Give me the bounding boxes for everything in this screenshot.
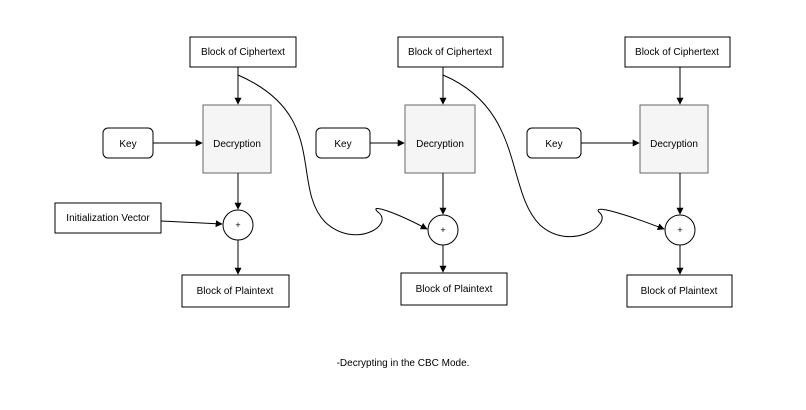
ciphertext-label-3: Block of Ciphertext — [635, 47, 719, 58]
chain-curve-2-to-3 — [442, 74, 665, 237]
plaintext-block-1: Block of Plaintext — [181, 274, 290, 308]
xor-symbol-3: + — [677, 225, 682, 235]
plaintext-block-2: Block of Plaintext — [400, 272, 508, 306]
key-label-1: Key — [119, 139, 136, 150]
decryption-box-1: Decryption — [202, 104, 272, 174]
column-1: Block of Ciphertext Key Decryption Initi… — [54, 36, 297, 308]
diagram-caption: -Decrypting in the CBC Mode. — [336, 358, 470, 369]
iv-label: Initialization Vector — [66, 213, 150, 224]
ciphertext-block-1: Block of Ciphertext — [189, 36, 297, 68]
ciphertext-block-3: Block of Ciphertext — [624, 36, 731, 68]
xor-node-2: + — [427, 214, 459, 246]
key-box-2: Key — [315, 127, 371, 159]
xor-node-1: + — [222, 209, 254, 241]
decryption-label-3: Decryption — [650, 139, 698, 150]
plaintext-label-2: Block of Plaintext — [416, 284, 493, 295]
key-label-3: Key — [545, 139, 562, 150]
plaintext-label-3: Block of Plaintext — [641, 286, 718, 297]
xor-symbol-1: + — [235, 220, 240, 230]
column-2: Block of Ciphertext Key Decryption + Blo… — [315, 36, 508, 306]
key-box-1: Key — [102, 127, 154, 159]
key-label-2: Key — [334, 139, 351, 150]
ciphertext-block-2: Block of Ciphertext — [397, 36, 504, 68]
chain-curve-1-to-2 — [237, 74, 428, 236]
plaintext-block-3: Block of Plaintext — [626, 274, 733, 308]
xor-node-3: + — [664, 214, 696, 246]
ciphertext-label-2: Block of Ciphertext — [408, 47, 492, 58]
decryption-label-1: Decryption — [213, 139, 261, 150]
ciphertext-label-1: Block of Ciphertext — [201, 47, 285, 58]
xor-symbol-2: + — [440, 225, 445, 235]
plaintext-label-1: Block of Plaintext — [197, 286, 274, 297]
decryption-label-2: Decryption — [416, 139, 464, 150]
decryption-box-2: Decryption — [404, 104, 476, 174]
arrow-iv-to-xor — [160, 220, 223, 228]
column-3: Block of Ciphertext Key Decryption + Blo… — [526, 36, 733, 308]
iv-box: Initialization Vector — [54, 202, 162, 234]
key-box-3: Key — [526, 127, 582, 159]
decryption-box-3: Decryption — [639, 104, 709, 174]
